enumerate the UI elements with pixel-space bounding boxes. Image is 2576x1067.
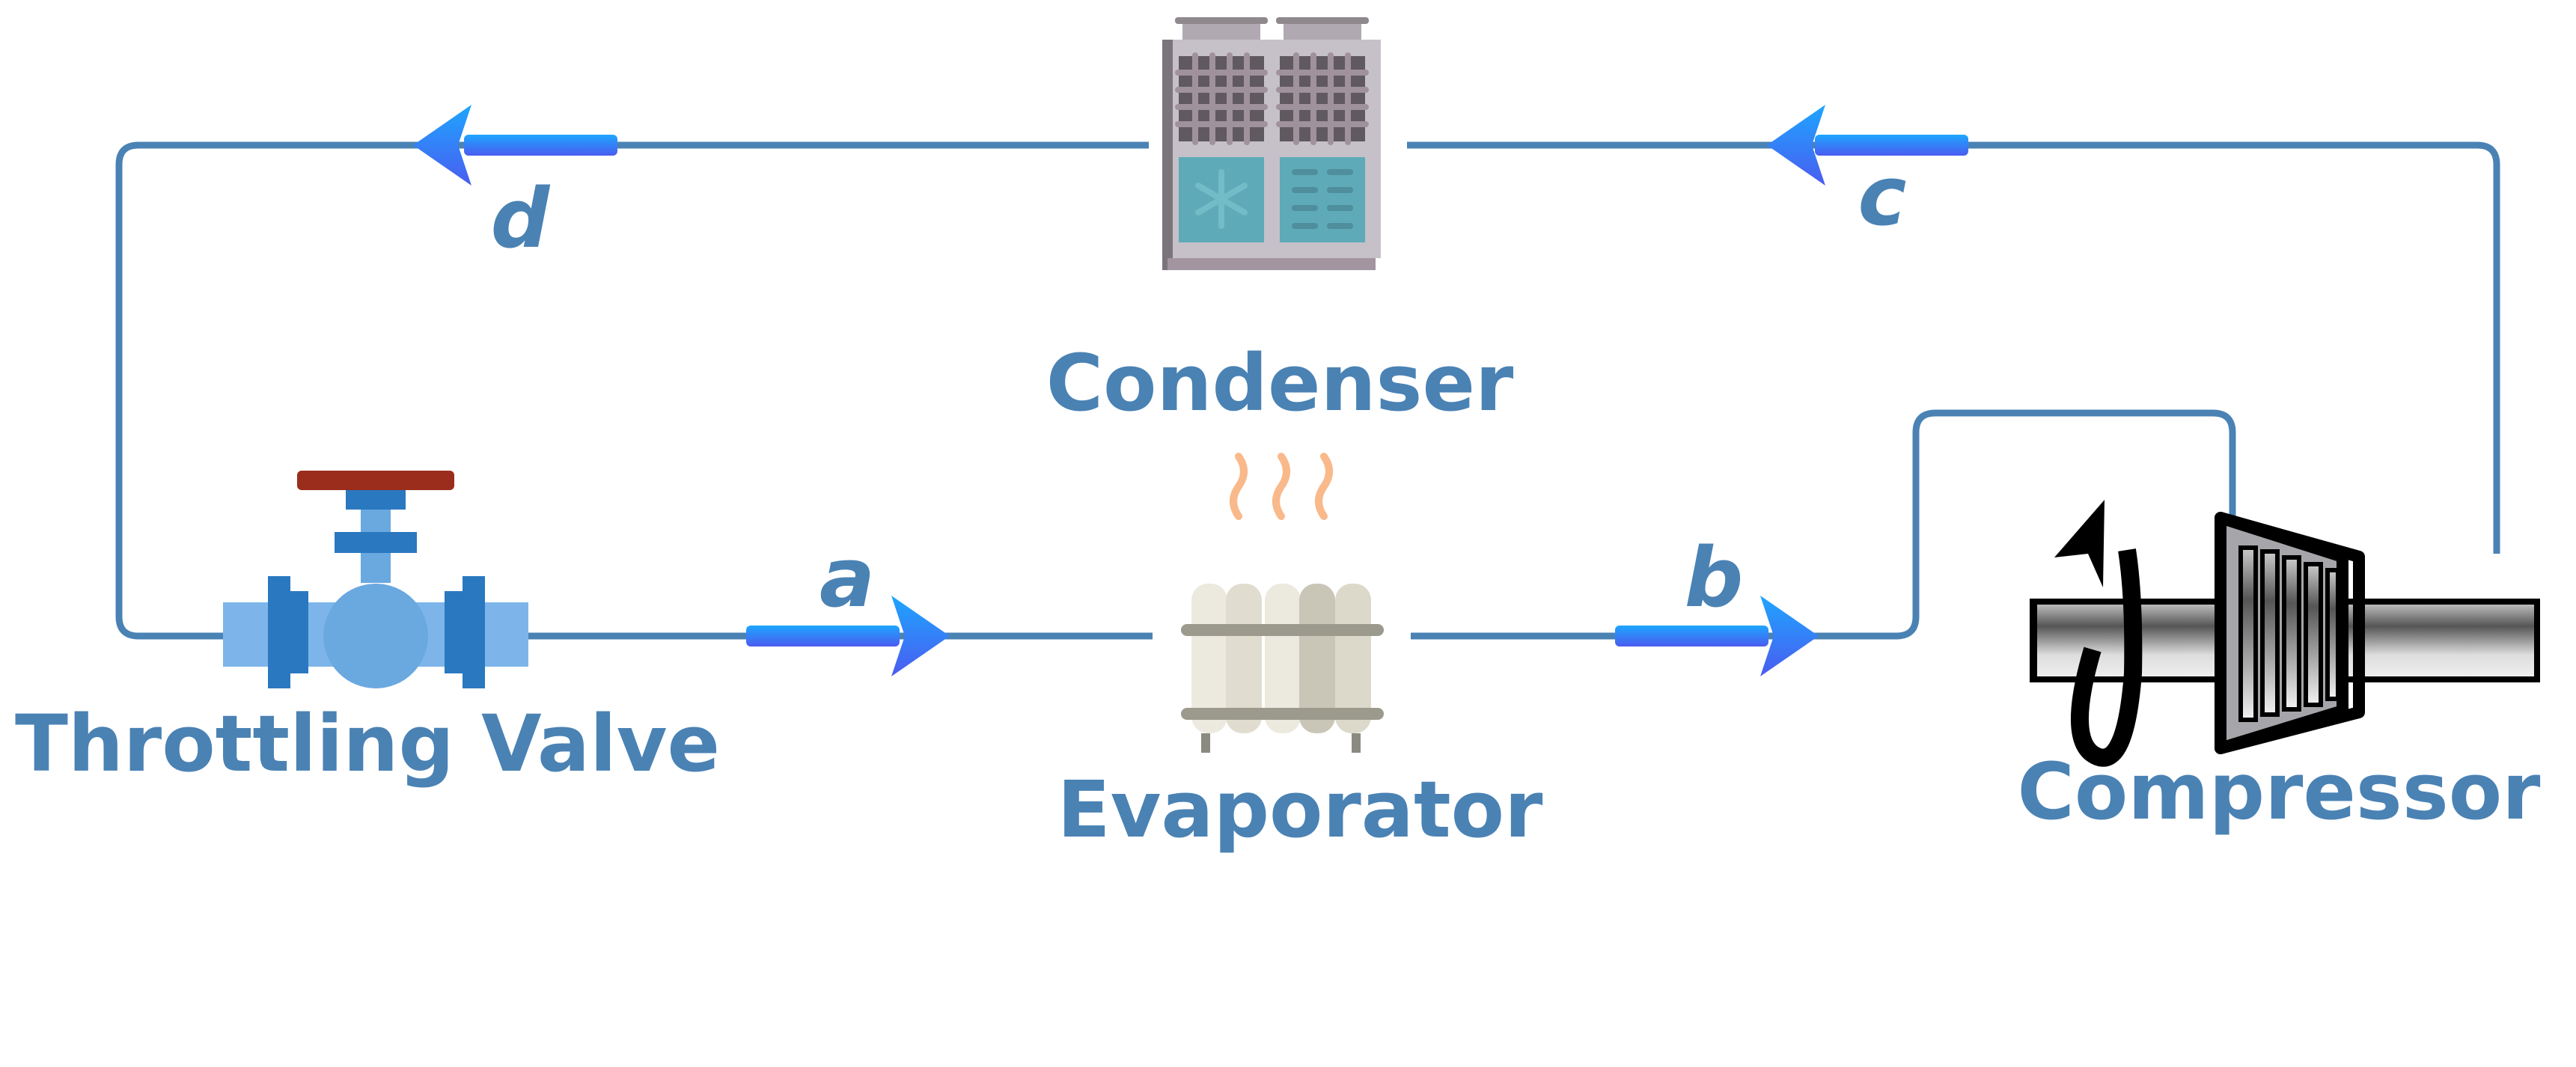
compressor-label: Compressor bbox=[2018, 746, 2541, 837]
throttling-valve-icon bbox=[223, 471, 528, 688]
condenser-label: Condenser bbox=[1046, 337, 1514, 429]
flow-arrow-b bbox=[1615, 596, 1819, 676]
state-label-d: d bbox=[491, 171, 551, 266]
evaporator-icon bbox=[1181, 453, 1384, 753]
condenser-icon bbox=[1162, 17, 1381, 270]
state-label-c: c bbox=[1858, 148, 1906, 244]
state-label-a: a bbox=[820, 530, 875, 626]
flow-arrow-a bbox=[746, 596, 950, 676]
compressor-icon bbox=[2030, 500, 2540, 767]
flow-arrow-c bbox=[1767, 105, 1968, 186]
state-label-b: b bbox=[1685, 530, 1744, 626]
throttling-valve-label: Throttling Valve bbox=[15, 698, 720, 789]
flow-arrow-d bbox=[413, 105, 617, 186]
evaporator-label: Evaporator bbox=[1057, 764, 1543, 855]
